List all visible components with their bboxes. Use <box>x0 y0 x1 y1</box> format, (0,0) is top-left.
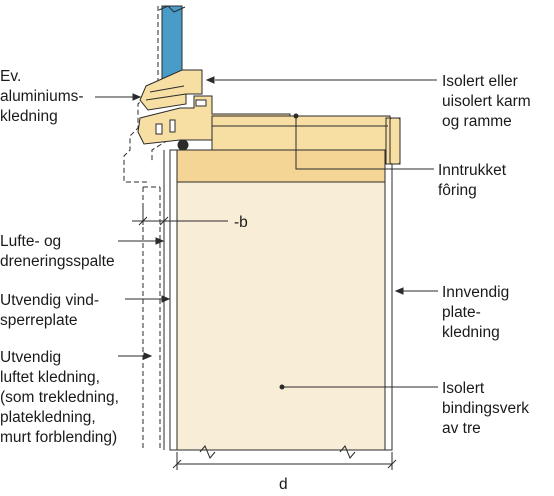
recessed-lining <box>176 149 386 183</box>
sash-profile <box>139 69 203 111</box>
insulated-stud-wall <box>176 181 386 451</box>
label-frame: Isolert eller uisolert karm og ramme <box>442 73 535 130</box>
interior-sill <box>211 115 391 151</box>
label-wind-barrier: Utvendig vind- sperreplate <box>0 292 103 329</box>
label-air-gap: Lufte- og dreneringsspalte <box>0 233 115 270</box>
window-frame <box>137 5 401 165</box>
leader-lines <box>95 76 438 390</box>
label-ventilated-cladding: Utvendig luftet kledning, (som trekledni… <box>0 349 123 446</box>
text-labels: Ev. aluminiums- kledning Lufte- og drene… <box>0 68 535 493</box>
wall-section <box>163 149 393 451</box>
label-recessed-lining: Inntrukket fôring <box>438 162 510 199</box>
label-aluminium-cladding: Ev. aluminiums- kledning <box>0 68 88 125</box>
inner-sheathing-board <box>384 149 393 451</box>
ventilated-cladding <box>142 186 161 450</box>
sealing-gasket <box>177 139 189 151</box>
wind-barrier-board <box>169 149 178 451</box>
dimension-b-label: -b <box>234 214 248 231</box>
dimension-lines <box>132 205 397 470</box>
sill-trim <box>389 117 401 165</box>
aluminium-cladding <box>123 6 169 183</box>
label-insulated-stud-wall: Isolert bindingsverk av tre <box>442 380 533 437</box>
label-inner-sheathing: Innvendig plate- kledning <box>442 284 514 341</box>
dimension-d-label: d <box>279 476 288 493</box>
